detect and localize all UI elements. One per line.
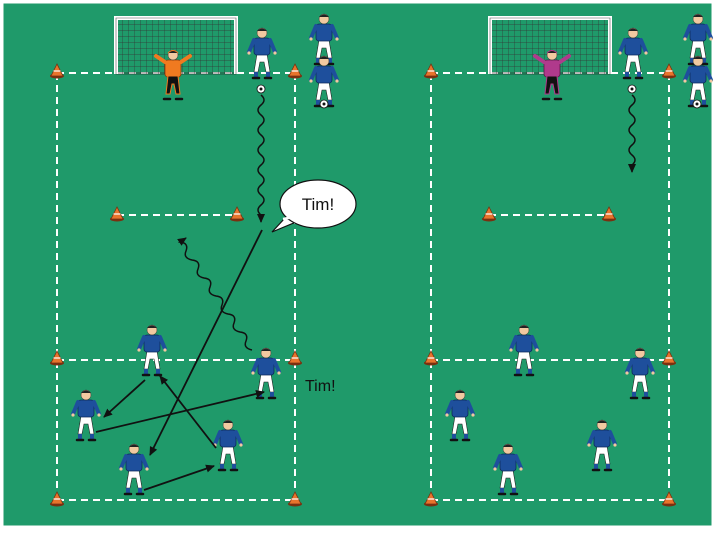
ball-icon <box>692 99 702 109</box>
pass-arrows <box>95 229 265 491</box>
shout-callout-text: Tim! <box>305 378 336 395</box>
goalkeeper-icon <box>154 48 192 101</box>
dribble-arrow <box>257 94 265 223</box>
goalkeeper-icon <box>533 48 571 101</box>
ball-icon <box>627 84 637 94</box>
dribble-arrow <box>628 94 636 173</box>
right-drill <box>423 12 715 508</box>
right-field-lines <box>430 72 670 501</box>
speech-bubble-icon <box>271 179 357 233</box>
dribble-arrow <box>177 237 253 351</box>
ball-icon <box>256 84 266 94</box>
left-drill: Tim! Tim! <box>49 12 357 508</box>
bubble-callout-text: Tim! <box>302 195 334 214</box>
ball-icon <box>319 99 329 109</box>
